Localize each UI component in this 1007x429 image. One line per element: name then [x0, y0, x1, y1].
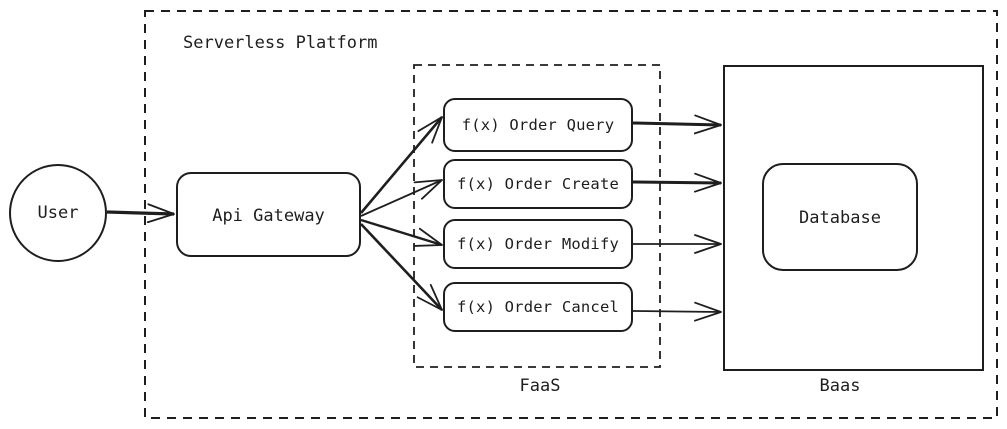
database-node[interactable]: [762, 163, 918, 271]
function-node-order-create[interactable]: [443, 159, 633, 209]
serverless-platform-boundary: [144, 10, 998, 419]
arrow-order-query-to-baas: [632, 114, 722, 135]
serverless-platform-label: Serverless Platform: [183, 33, 378, 53]
function-node-order-cancel[interactable]: [443, 282, 633, 332]
api-gateway-label: Api Gateway: [212, 206, 325, 226]
arrow-order-cancel-to-baas: [632, 301, 722, 322]
baas-label: Baas: [819, 376, 861, 396]
arrow-gateway-to-order-create: [360, 179, 443, 217]
arrow-user-to-gateway: [106, 203, 175, 224]
user-node[interactable]: [9, 164, 107, 262]
function-label-order-query: f(x) Order Query: [461, 116, 615, 134]
function-node-order-modify[interactable]: [443, 219, 633, 269]
user-label: User: [37, 203, 79, 223]
baas-box: [723, 65, 984, 371]
arrow-order-create-to-baas: [632, 172, 722, 193]
database-label: Database: [799, 208, 881, 228]
function-label-order-create: f(x) Order Create: [456, 175, 620, 193]
api-gateway-node[interactable]: [176, 172, 361, 257]
arrow-gateway-to-order-cancel: [360, 223, 443, 311]
function-node-order-query[interactable]: [443, 98, 633, 152]
arrow-gateway-to-order-modify: [360, 218, 443, 247]
function-label-order-cancel: f(x) Order Cancel: [456, 298, 620, 316]
faas-label: FaaS: [519, 376, 561, 396]
arrow-gateway-to-order-query: [360, 116, 443, 214]
function-label-order-modify: f(x) Order Modify: [456, 235, 620, 253]
faas-boundary: [413, 64, 661, 368]
